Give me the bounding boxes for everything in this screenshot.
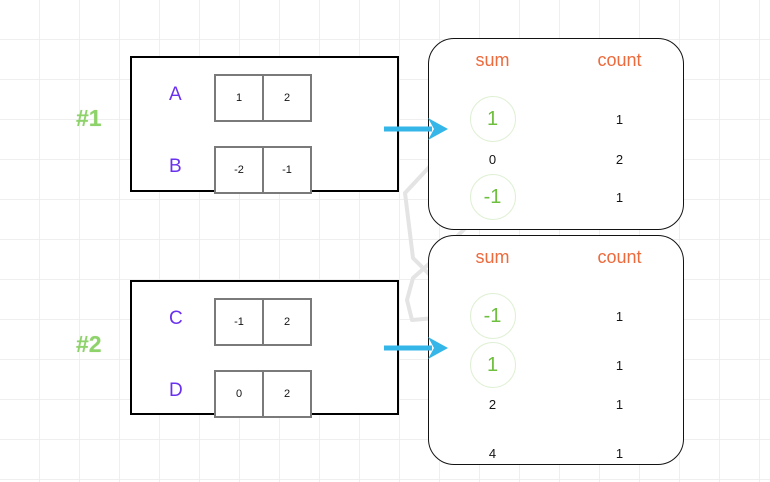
cell-d-0: 0 [216, 372, 262, 416]
cell-c-1: 2 [262, 300, 310, 344]
table-row: -1 1 [429, 174, 683, 220]
sum-value: 4 [488, 445, 497, 461]
cell-pair-d: 0 2 [214, 370, 312, 418]
arrow-group-1-to-agg-1 [384, 118, 448, 140]
group-box-1: A 1 2 B -2 -1 [130, 56, 399, 194]
cell-c-0: -1 [216, 300, 262, 344]
count-value: 1 [615, 111, 624, 127]
cell-a-1: 2 [262, 76, 310, 120]
agg-table-1: sum count 1 1 0 2 -1 1 [428, 38, 684, 230]
sum-value: 1 [429, 96, 556, 142]
row-label-a: A [169, 84, 182, 105]
cell-pair-a: 1 2 [214, 74, 312, 122]
count-value: 1 [615, 445, 624, 461]
arrow-group-2-to-agg-2 [384, 337, 448, 359]
group-box-2: C -1 2 D 0 2 [130, 280, 399, 418]
table-row: 1 1 [429, 342, 683, 388]
cell-b-0: -2 [216, 148, 262, 192]
agg-table-2-header: sum count [429, 236, 683, 278]
cell-b-1: -1 [262, 148, 310, 192]
table-row: -1 1 [429, 293, 683, 339]
sequence-label-1: #1 [76, 105, 102, 131]
table-row: 1 1 [429, 96, 683, 142]
row-label-b: B [169, 156, 182, 177]
count-value: 1 [615, 396, 624, 412]
sum-value: 1 [429, 342, 556, 388]
sum-value: 0 [488, 151, 497, 167]
count-value: 1 [615, 189, 624, 205]
table-row: 2 1 [429, 384, 683, 424]
cell-pair-c: -1 2 [214, 298, 312, 346]
cell-pair-b: -2 -1 [214, 146, 312, 194]
agg-table-2: sum count -1 1 1 1 2 1 4 1 [428, 235, 684, 465]
cell-a-0: 1 [216, 76, 262, 120]
cell-d-1: 2 [262, 372, 310, 416]
count-value: 1 [615, 357, 624, 373]
table-row: 0 2 [429, 139, 683, 179]
sequence-label-2: #2 [76, 331, 102, 357]
sum-value: -1 [429, 293, 556, 339]
sum-value: -1 [429, 174, 556, 220]
count-value: 2 [615, 151, 624, 167]
table-row: 4 1 [429, 433, 683, 473]
row-label-d: D [169, 380, 183, 401]
sum-value: 2 [488, 396, 497, 412]
row-label-c: C [169, 308, 183, 329]
agg-table-1-header: sum count [429, 39, 683, 81]
header-sum-2: sum [475, 246, 510, 267]
header-count-2: count [597, 246, 642, 267]
agg-table-2-rows: -1 1 1 1 2 1 4 1 [429, 278, 683, 464]
header-count-1: count [597, 49, 642, 70]
header-sum-1: sum [475, 49, 510, 70]
count-value: 1 [615, 308, 624, 324]
agg-table-1-rows: 1 1 0 2 -1 1 [429, 81, 683, 229]
